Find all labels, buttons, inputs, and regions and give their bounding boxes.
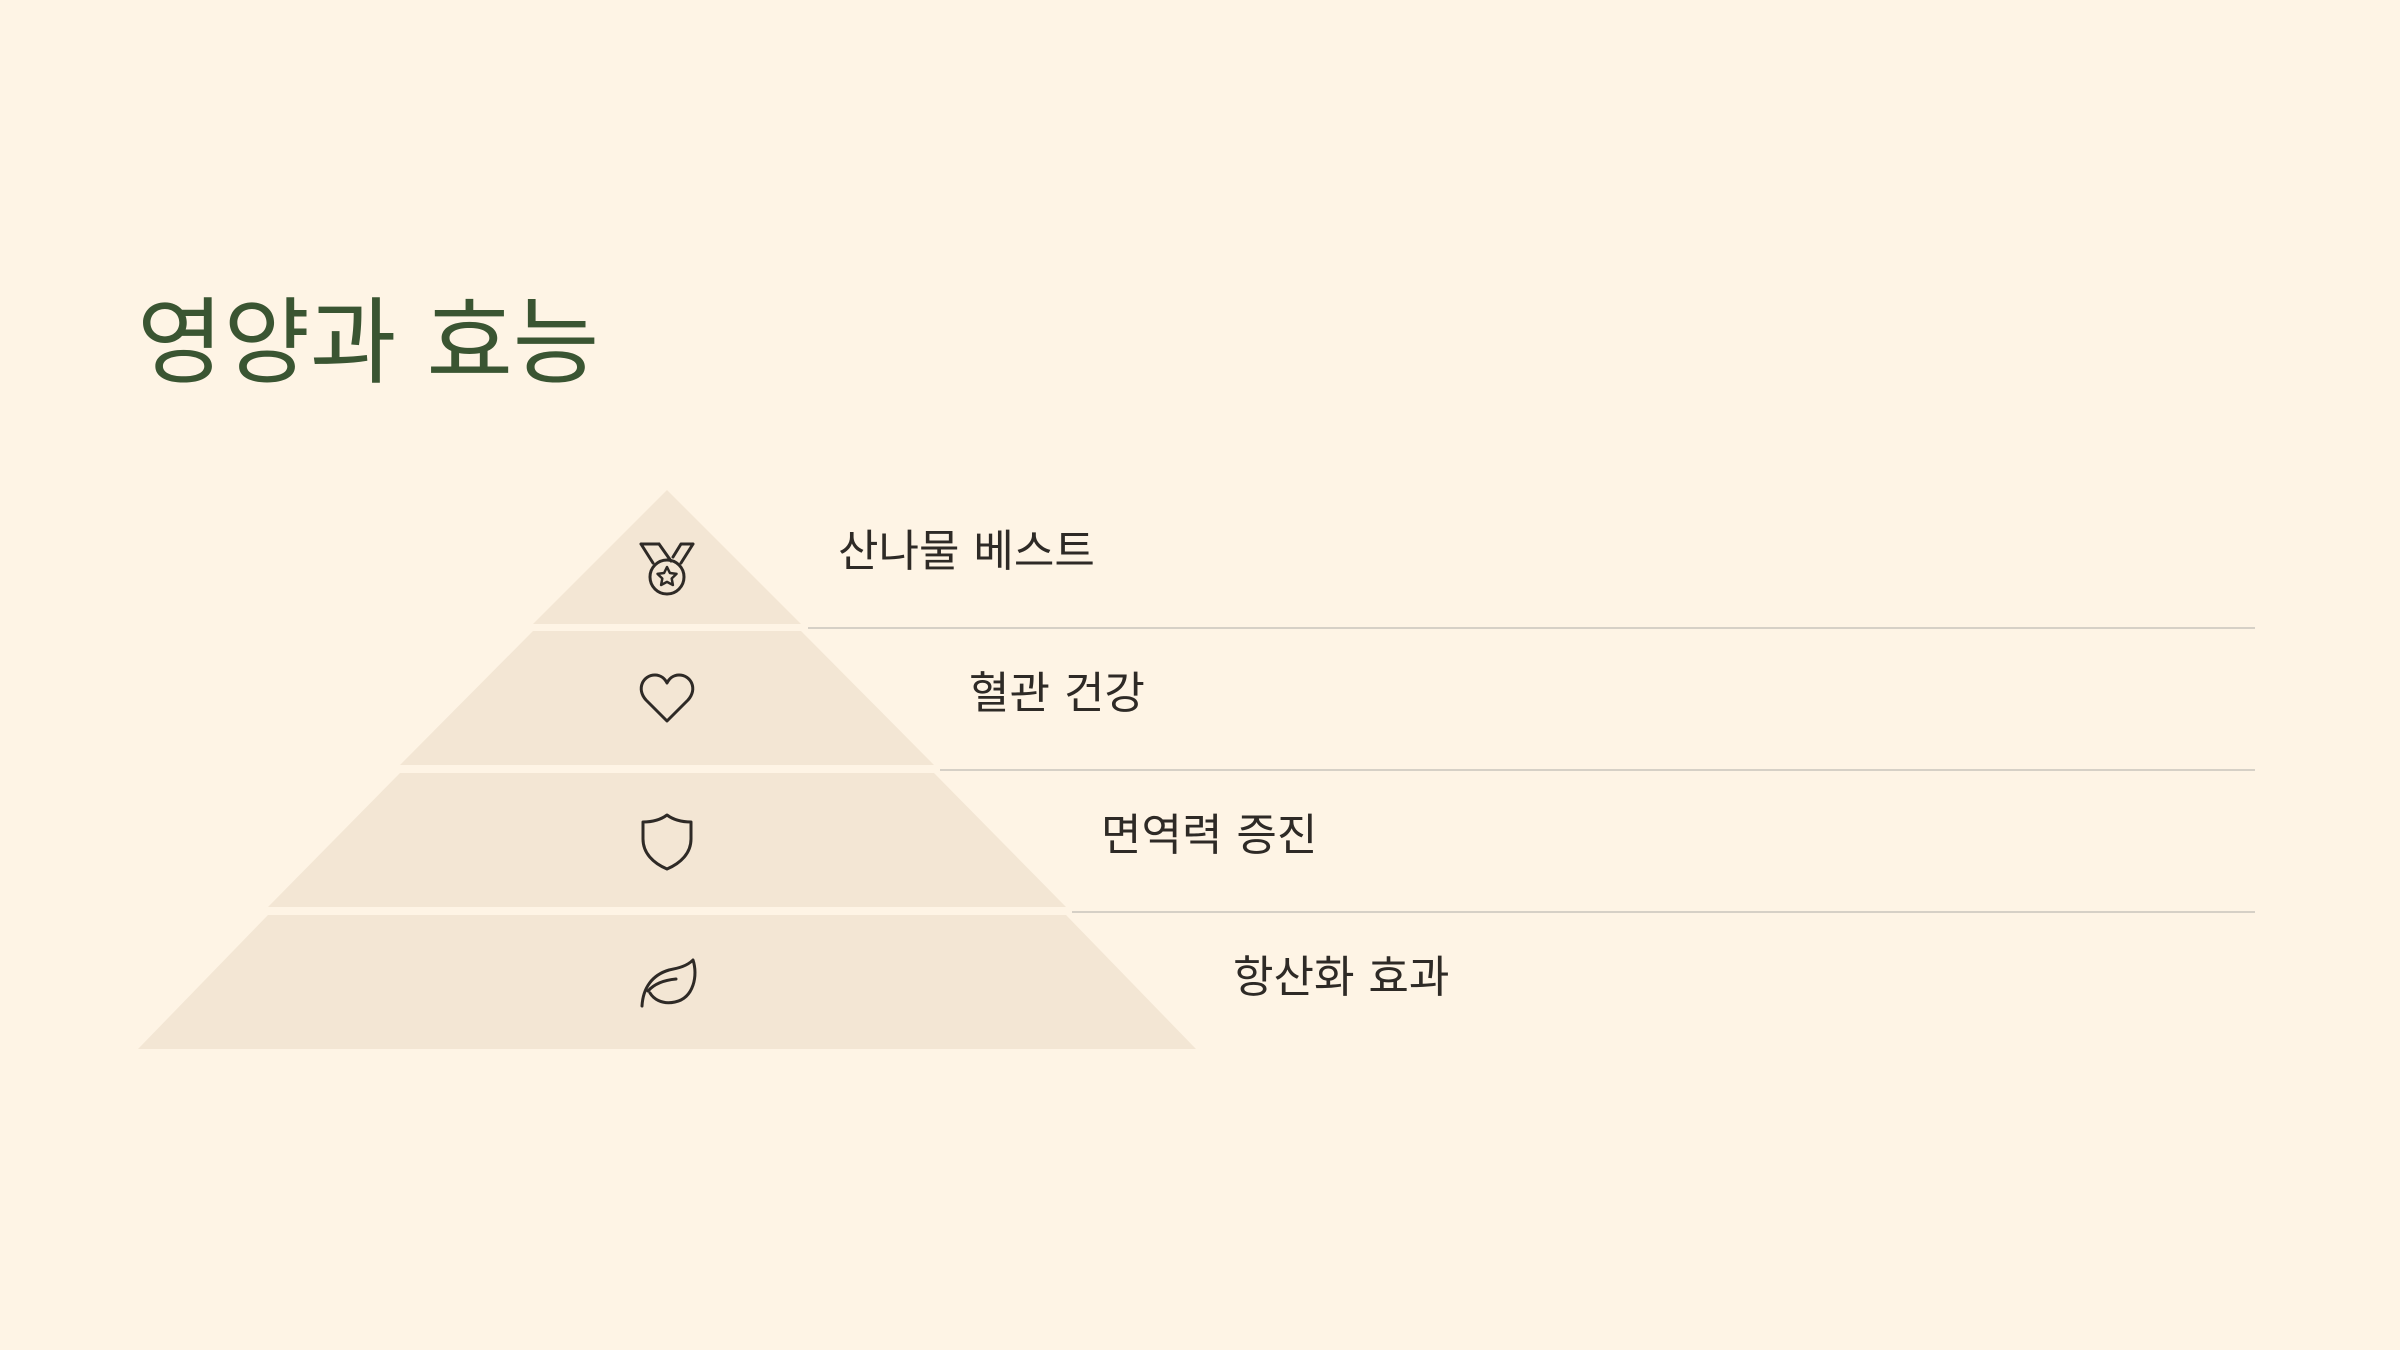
level-label-1: 산나물 베스트 [838,526,1095,577]
shield-icon [641,813,693,871]
pyramid-level-3-shape [268,773,1066,907]
level-label-4: 항산화 효과 [1233,952,1450,1003]
level-label-2: 혈관 건강 [969,668,1145,719]
pyramid-level-4-shape [138,915,1196,1049]
pyramid-level-2-shape [400,631,934,765]
medal-icon [639,542,695,596]
page-title: 영양과 효능 [137,289,600,398]
pyramid-level-2 [400,631,934,765]
level-label-3: 면역력 증진 [1101,810,1318,861]
heart-icon [639,673,695,723]
pyramid-level-3 [268,773,1066,907]
leaf-icon [640,958,697,1008]
pyramid-level-4 [138,915,1196,1049]
